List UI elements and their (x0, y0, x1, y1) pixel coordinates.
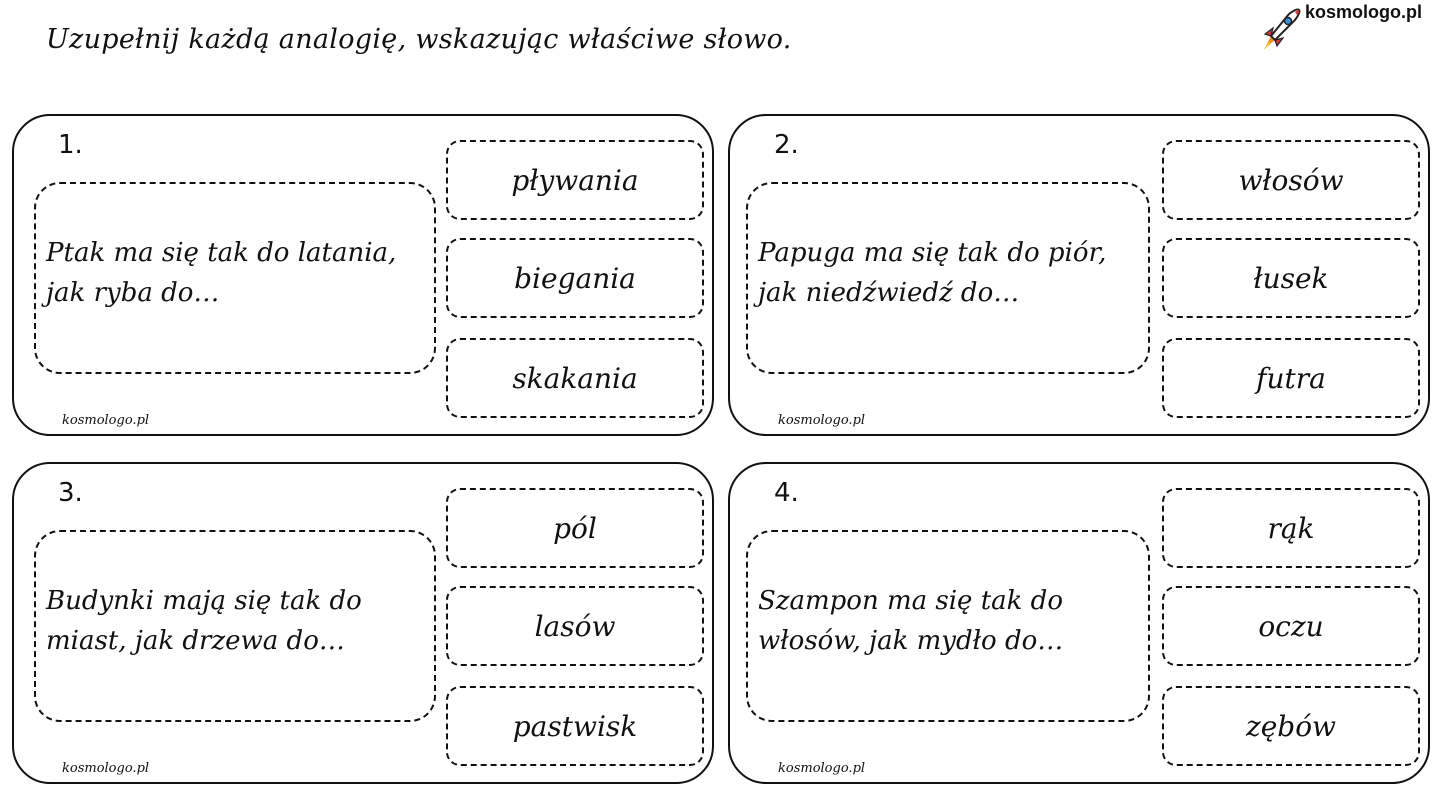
brand-logo: kosmologo.pl (1259, 2, 1429, 54)
analogy-sentence: Budynki mają się tak do miast, jak drzew… (46, 581, 362, 661)
card-footer: kosmologo.pl (778, 761, 866, 776)
sentence-box: Budynki mają się tak do miast, jak drzew… (34, 530, 436, 722)
sentence-line: miast, jak drzewa do… (46, 626, 345, 656)
answer-option-pastwisk[interactable]: pastwisk (446, 686, 704, 766)
answer-option-lasow[interactable]: lasów (446, 586, 704, 666)
instruction-heading: Uzupełnij każdą analogię, wskazując właś… (46, 24, 792, 55)
brand-logo-text: kosmologo.pl (1305, 2, 1422, 22)
card-number: 4. (774, 478, 799, 508)
answer-option-lusek[interactable]: łusek (1162, 238, 1420, 318)
sentence-line: Ptak ma się tak do latania, (46, 238, 397, 268)
sentence-line: Papuga ma się tak do piór, (758, 238, 1107, 268)
sentence-line: włosów, jak mydło do… (758, 626, 1064, 656)
answer-option-zebow[interactable]: zębów (1162, 686, 1420, 766)
analogy-card-2: 2. Papuga ma się tak do piór, jak niedźw… (728, 114, 1430, 436)
analogy-sentence: Papuga ma się tak do piór, jak niedźwied… (758, 233, 1106, 313)
rocket-icon (1263, 8, 1301, 50)
answer-option-wlosow[interactable]: włosów (1162, 140, 1420, 220)
sentence-box: Ptak ma się tak do latania, jak ryba do… (34, 182, 436, 374)
sentence-line: jak ryba do… (46, 278, 220, 308)
answer-option-skakania[interactable]: skakania (446, 338, 704, 418)
analogy-sentence: Szampon ma się tak do włosów, jak mydło … (758, 581, 1063, 661)
card-number: 1. (58, 130, 83, 160)
analogy-card-1: 1. Ptak ma się tak do latania, jak ryba … (12, 114, 714, 436)
card-number: 3. (58, 478, 83, 508)
answer-option-biegania[interactable]: biegania (446, 238, 704, 318)
analogy-card-4: 4. Szampon ma się tak do włosów, jak myd… (728, 462, 1430, 784)
card-number: 2. (774, 130, 799, 160)
card-footer: kosmologo.pl (62, 761, 150, 776)
sentence-line: Szampon ma się tak do (758, 586, 1063, 616)
analogy-card-3: 3. Budynki mają się tak do miast, jak dr… (12, 462, 714, 784)
sentence-line: jak niedźwiedź do… (758, 278, 1020, 308)
analogy-sentence: Ptak ma się tak do latania, jak ryba do… (46, 233, 396, 313)
answer-option-oczu[interactable]: oczu (1162, 586, 1420, 666)
answer-option-futra[interactable]: futra (1162, 338, 1420, 418)
sentence-box: Szampon ma się tak do włosów, jak mydło … (746, 530, 1150, 722)
sentence-line: Budynki mają się tak do (46, 586, 362, 616)
answer-option-rak[interactable]: rąk (1162, 488, 1420, 568)
answer-option-pol[interactable]: pól (446, 488, 704, 568)
card-footer: kosmologo.pl (778, 413, 866, 428)
card-footer: kosmologo.pl (62, 413, 150, 428)
sentence-box: Papuga ma się tak do piór, jak niedźwied… (746, 182, 1150, 374)
answer-option-plywania[interactable]: pływania (446, 140, 704, 220)
